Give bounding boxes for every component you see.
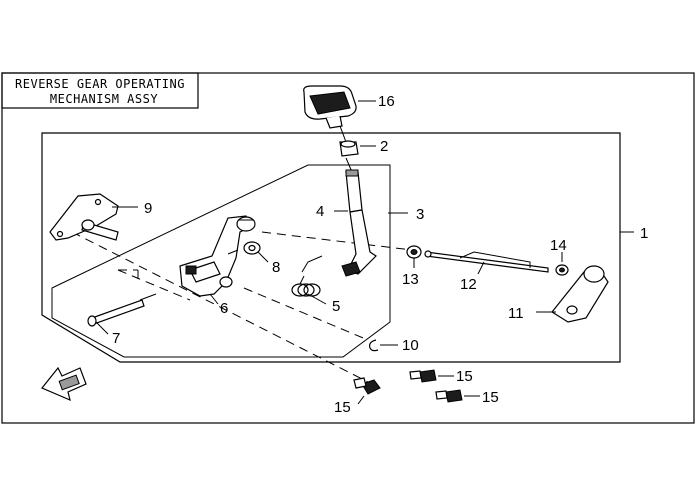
assembly-outline — [41, 132, 621, 363]
bolt-part-15-c — [435, 389, 463, 403]
callout-2: 2 — [380, 138, 388, 155]
lever-part-4 — [341, 157, 377, 277]
callout-9: 9 — [144, 200, 152, 217]
nut-part-13 — [406, 245, 422, 259]
callout-3: 3 — [416, 206, 424, 223]
callout-14: 14 — [550, 237, 567, 254]
plate-part-9 — [49, 193, 119, 241]
knob-part-16 — [303, 85, 357, 143]
callout-5: 5 — [332, 298, 340, 315]
callout-16: 16 — [378, 93, 395, 110]
arm-part-11 — [551, 265, 609, 323]
alignment-lines — [71, 231, 413, 385]
callout-13: 13 — [402, 271, 419, 288]
forward-arrow-icon — [41, 366, 87, 402]
callout-12: 12 — [460, 276, 477, 293]
callout-11: 11 — [508, 305, 524, 322]
callout-6: 6 — [220, 300, 228, 317]
callout-8: 8 — [272, 259, 280, 276]
title-line-1: REVERSE GEAR OPERATING — [15, 77, 185, 91]
callout-15-c: 15 — [334, 399, 351, 416]
callout-4: 4 — [316, 203, 324, 220]
leader-lines — [95, 100, 634, 405]
callout-10: 10 — [402, 337, 419, 354]
clip-part-10 — [369, 339, 379, 352]
callout-15-a: 15 — [456, 368, 473, 385]
nut-part-2 — [339, 140, 359, 157]
title-box: REVERSE GEAR OPERATING MECHANISM ASSY — [1, 72, 199, 109]
spring-part-5 — [291, 255, 323, 297]
bolt-part-15-b — [409, 369, 437, 383]
pin-part-7 — [87, 293, 157, 327]
callout-15-b: 15 — [482, 389, 499, 406]
callout-1: 1 — [640, 225, 648, 242]
nut-part-14 — [555, 264, 569, 276]
bolt-part-15-a — [353, 377, 381, 395]
callout-7: 7 — [112, 330, 120, 347]
bracket-part-6 — [179, 215, 256, 297]
diagram-frame — [1, 72, 695, 424]
title-line-2: MECHANISM ASSY — [50, 92, 158, 106]
washer-part-8 — [243, 241, 261, 255]
lever-subassembly-outline — [51, 164, 391, 358]
rod-part-12 — [424, 250, 549, 273]
